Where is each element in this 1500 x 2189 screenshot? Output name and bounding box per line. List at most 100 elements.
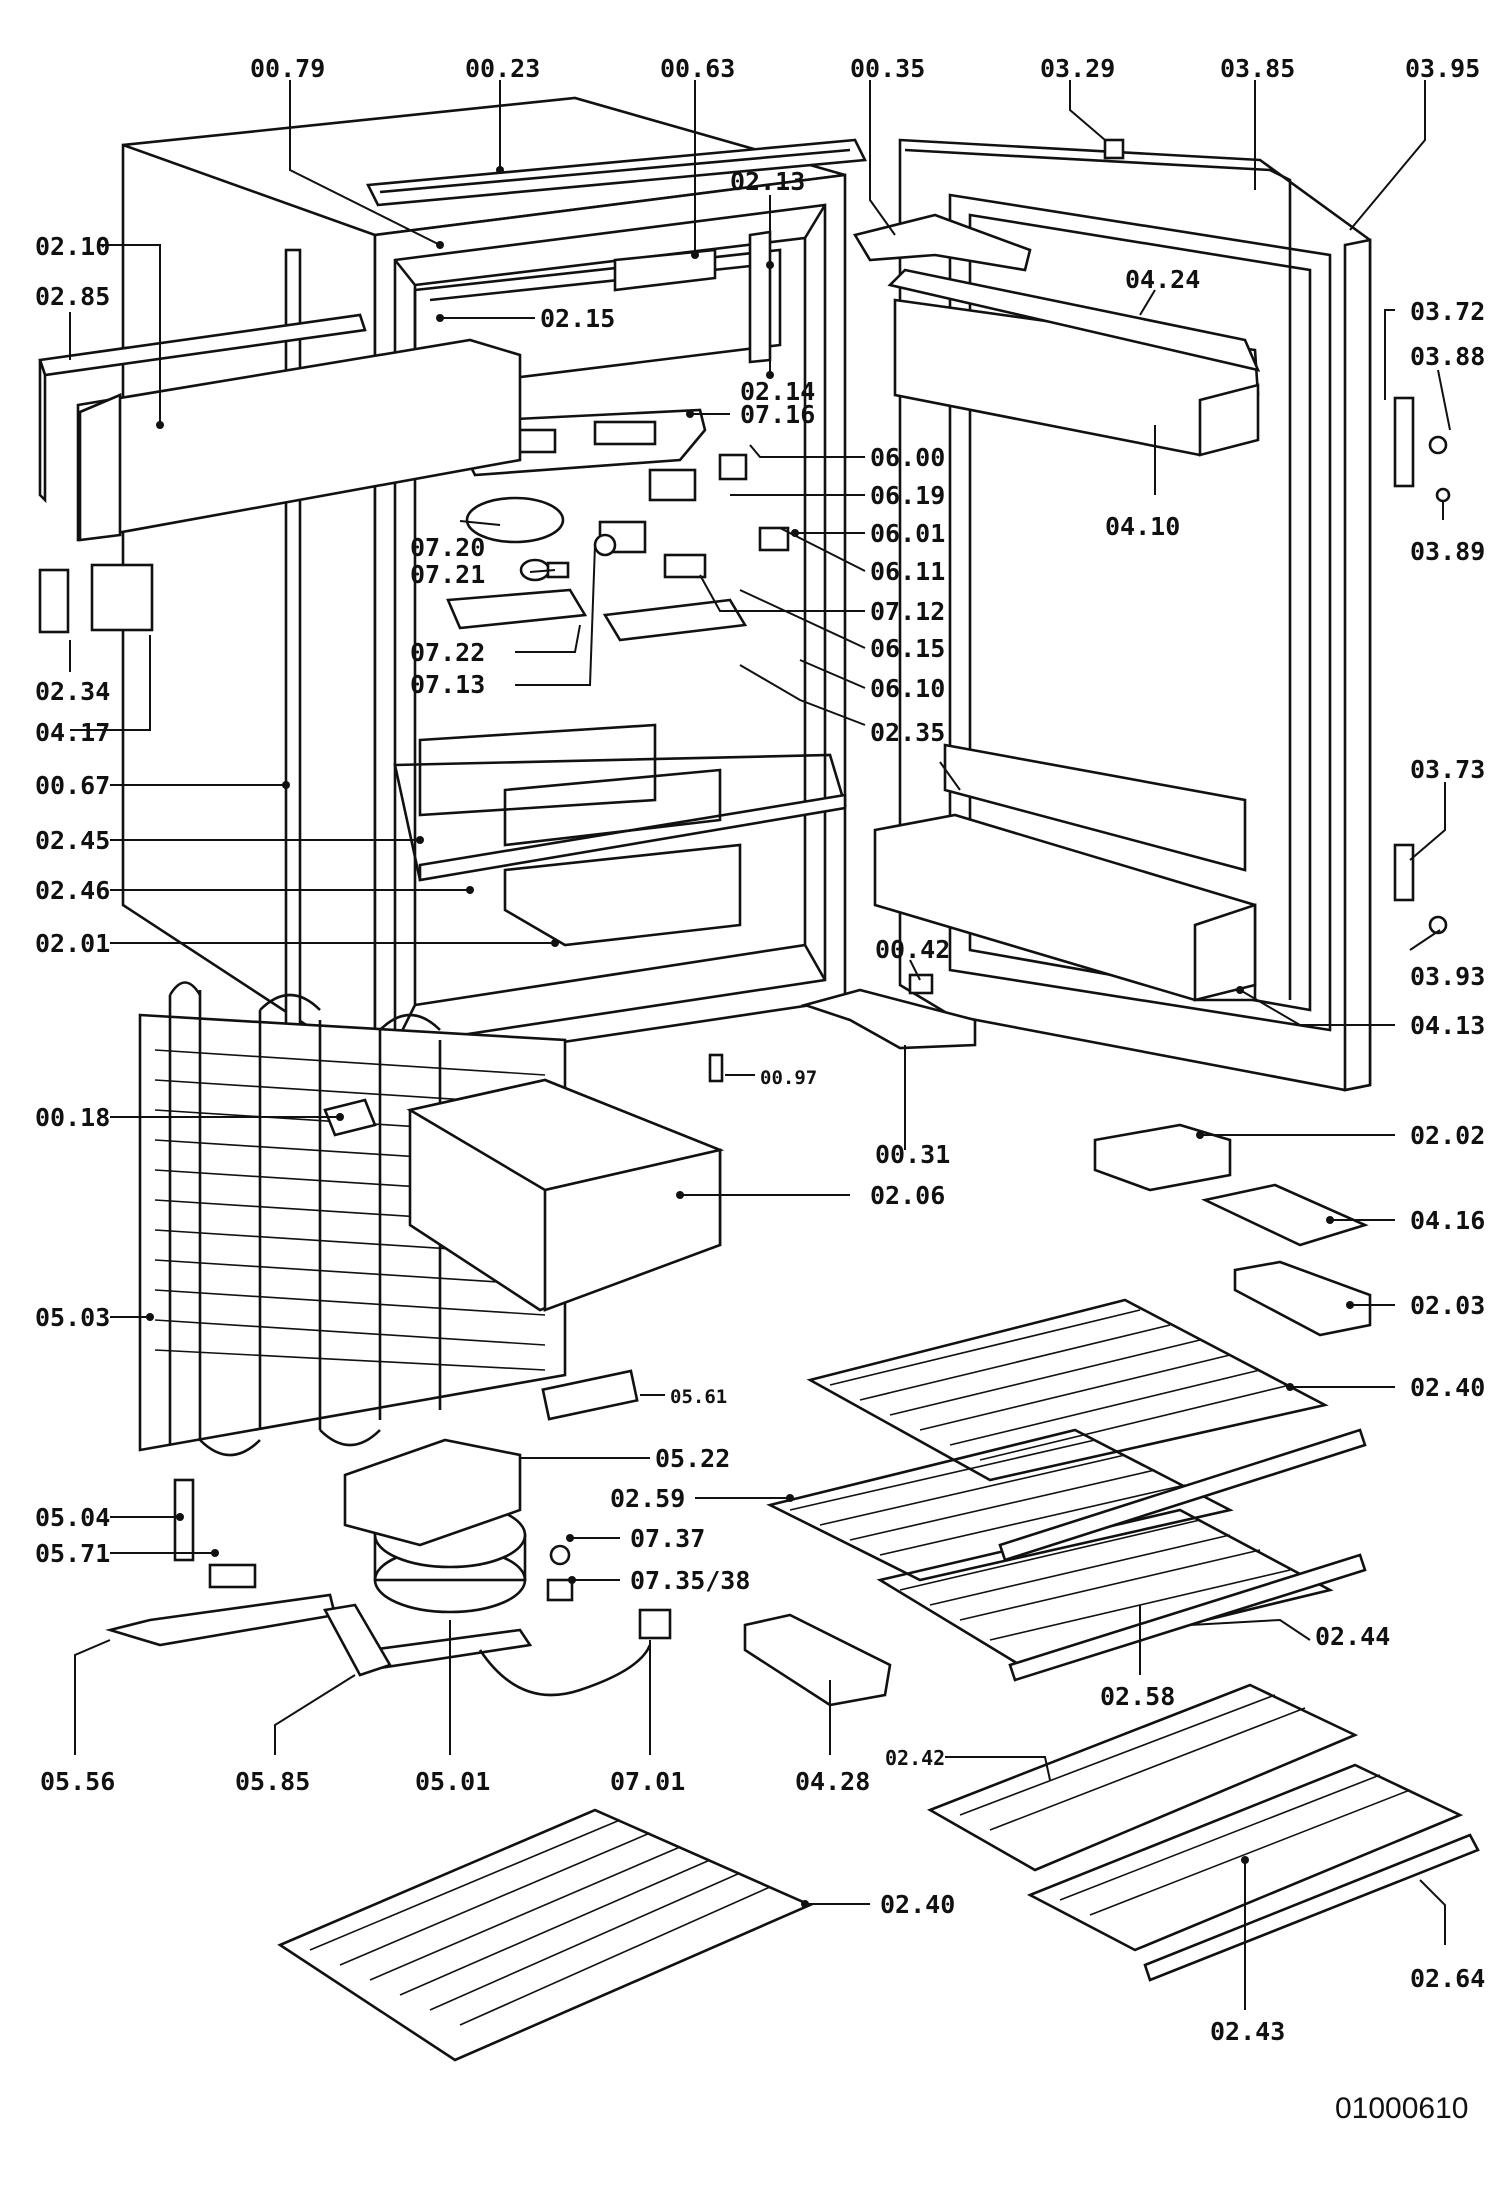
callout-03-29: 03.29 bbox=[1040, 54, 1115, 83]
callout-00-79: 00.79 bbox=[250, 54, 325, 83]
callout-02-06: 02.06 bbox=[870, 1181, 945, 1210]
callout-00-42: 00.42 bbox=[875, 935, 950, 964]
callout-07-12: 07.12 bbox=[870, 597, 945, 626]
callout-05-03: 05.03 bbox=[35, 1303, 110, 1332]
callout-02-43: 02.43 bbox=[1210, 2017, 1285, 2046]
callout-03-85: 03.85 bbox=[1220, 54, 1295, 83]
egg-tray-04-16 bbox=[1200, 1183, 1369, 1247]
callout-04-17: 02.35 bbox=[870, 718, 945, 747]
door-hinge-top bbox=[852, 213, 1032, 272]
callout-03-93: 03.93 bbox=[1410, 962, 1485, 991]
power-cord-07-01 bbox=[478, 1608, 672, 1697]
control-cover-06-10 bbox=[602, 598, 748, 642]
glass-shelf-02-42 bbox=[926, 1683, 1359, 1872]
callout-07-20: 07.20 bbox=[410, 533, 485, 562]
screw-03-93 bbox=[1428, 915, 1448, 935]
callout-02-35: 04.17 bbox=[35, 718, 110, 747]
leader-end-dots bbox=[146, 166, 1354, 1908]
mount-foot-05-85 bbox=[322, 1603, 392, 1677]
callout-07-16: 07.16 bbox=[740, 400, 815, 429]
door-rack-upper bbox=[887, 268, 1261, 457]
hinge-pin-00-42 bbox=[908, 973, 934, 995]
capacitor-05-61 bbox=[541, 1369, 639, 1421]
callout-02-10: 02.10 bbox=[35, 232, 110, 261]
door-latch-03-72 bbox=[1393, 396, 1415, 488]
shelf-rail-upper bbox=[998, 1428, 1367, 1562]
door-hinge-bottom bbox=[800, 988, 977, 1050]
callout-03-95: 03.95 bbox=[1405, 54, 1480, 83]
callout-05-56: 05.56 bbox=[40, 1767, 115, 1796]
callout-02-02: 02.02 bbox=[1410, 1121, 1485, 1150]
callout-00-35: 00.35 bbox=[850, 54, 925, 83]
lamp-cover bbox=[465, 496, 565, 544]
callout-02-14: 02.14 bbox=[740, 377, 815, 406]
document-number: 01000610 bbox=[1335, 2092, 1468, 2125]
callout-03-72: 03.72 bbox=[1410, 297, 1485, 326]
callout-02-01: 02.01 bbox=[35, 929, 110, 958]
callout-02-44: 02.44 bbox=[1315, 1622, 1390, 1651]
door-stop-03-29 bbox=[1103, 138, 1125, 160]
switch-06-11 bbox=[663, 553, 707, 579]
crisper-drawer bbox=[406, 1078, 725, 1312]
callout-03-73: 03.73 bbox=[1410, 755, 1485, 784]
callout-06-10: 06.10 bbox=[870, 674, 945, 703]
callout-05-22: 05.22 bbox=[655, 1444, 730, 1473]
callout-02-40-top: 02.40 bbox=[1410, 1373, 1485, 1402]
callout-02-46: 02.46 bbox=[35, 876, 110, 905]
callout-02-64: 02.64 bbox=[1410, 1964, 1485, 1993]
callout-06-01: 06.01 bbox=[870, 519, 945, 548]
callout-05-85: 05.85 bbox=[235, 1767, 310, 1796]
door-latch-03-73 bbox=[1393, 843, 1415, 902]
callout-00-97: 00.97 bbox=[760, 1067, 817, 1089]
filter-drier-05-04 bbox=[173, 1478, 195, 1562]
callout-02-85: 02.85 bbox=[35, 282, 110, 311]
freezer-box-02-01 bbox=[503, 843, 742, 947]
lamp-grille bbox=[446, 588, 588, 630]
thermostat bbox=[648, 453, 748, 502]
callout-02-15: 02.15 bbox=[540, 304, 615, 333]
callout-05-01: 05.01 bbox=[415, 1767, 490, 1796]
callout-02-34: 02.34 bbox=[35, 677, 110, 706]
edge-strip-02-64 bbox=[1143, 1833, 1480, 1982]
callout-05-04: 05.04 bbox=[35, 1503, 110, 1532]
callout-07-01: 07.01 bbox=[610, 1767, 685, 1796]
callout-00-63: 00.63 bbox=[660, 54, 735, 83]
callout-04-28: 04.28 bbox=[795, 1767, 870, 1796]
glass-shelf bbox=[393, 723, 847, 882]
callout-labels: 00.79 00.23 00.63 00.35 03.29 03.85 03.9… bbox=[35, 54, 1485, 2046]
door-rack-lower bbox=[873, 813, 1257, 1002]
callout-02-59: 02.59 bbox=[610, 1484, 685, 1513]
ice-tray-02-03 bbox=[1233, 1260, 1372, 1337]
callout-06-00: 06.00 bbox=[870, 443, 945, 472]
shelf-rail-02-44 bbox=[1008, 1553, 1367, 1682]
callout-04-24: 04.24 bbox=[1125, 265, 1200, 294]
screw-03-88 bbox=[1428, 435, 1448, 455]
trim-strip-02-85 bbox=[38, 313, 367, 504]
wire-shelf-02-40 bbox=[806, 1298, 1329, 1482]
clip-00-18 bbox=[323, 1098, 377, 1137]
screw-03-89 bbox=[1435, 487, 1451, 503]
callout-06-19: 06.19 bbox=[870, 481, 945, 510]
callout-02-03: 02.03 bbox=[1410, 1291, 1485, 1320]
pin-00-97 bbox=[708, 1053, 724, 1083]
callout-07-13: 07.13 bbox=[410, 670, 485, 699]
callout-05-71: 05.71 bbox=[35, 1539, 110, 1568]
callout-00-31: 00.31 bbox=[875, 1140, 950, 1169]
callout-00-67: 00.67 bbox=[35, 771, 110, 800]
wire-shelf-02-59 bbox=[766, 1428, 1234, 1582]
callout-04-10: 04.10 bbox=[1105, 512, 1180, 541]
decor-panel-02-10 bbox=[76, 338, 522, 542]
callout-03-88: 03.88 bbox=[1410, 342, 1485, 371]
callout-07-21: 07.21 bbox=[410, 560, 485, 589]
rail-02-14 bbox=[748, 230, 772, 364]
knob-06-01 bbox=[758, 526, 790, 552]
bracket-00-63 bbox=[613, 248, 717, 292]
door-rack-mid bbox=[943, 743, 1247, 872]
glass-shelf-ribs bbox=[959, 1694, 1411, 1916]
holder-04-28 bbox=[743, 1613, 892, 1707]
door-gasket bbox=[904, 148, 1292, 1000]
callout-05-61: 05.61 bbox=[670, 1386, 727, 1408]
mount-bracket-05-56 bbox=[105, 1593, 337, 1647]
